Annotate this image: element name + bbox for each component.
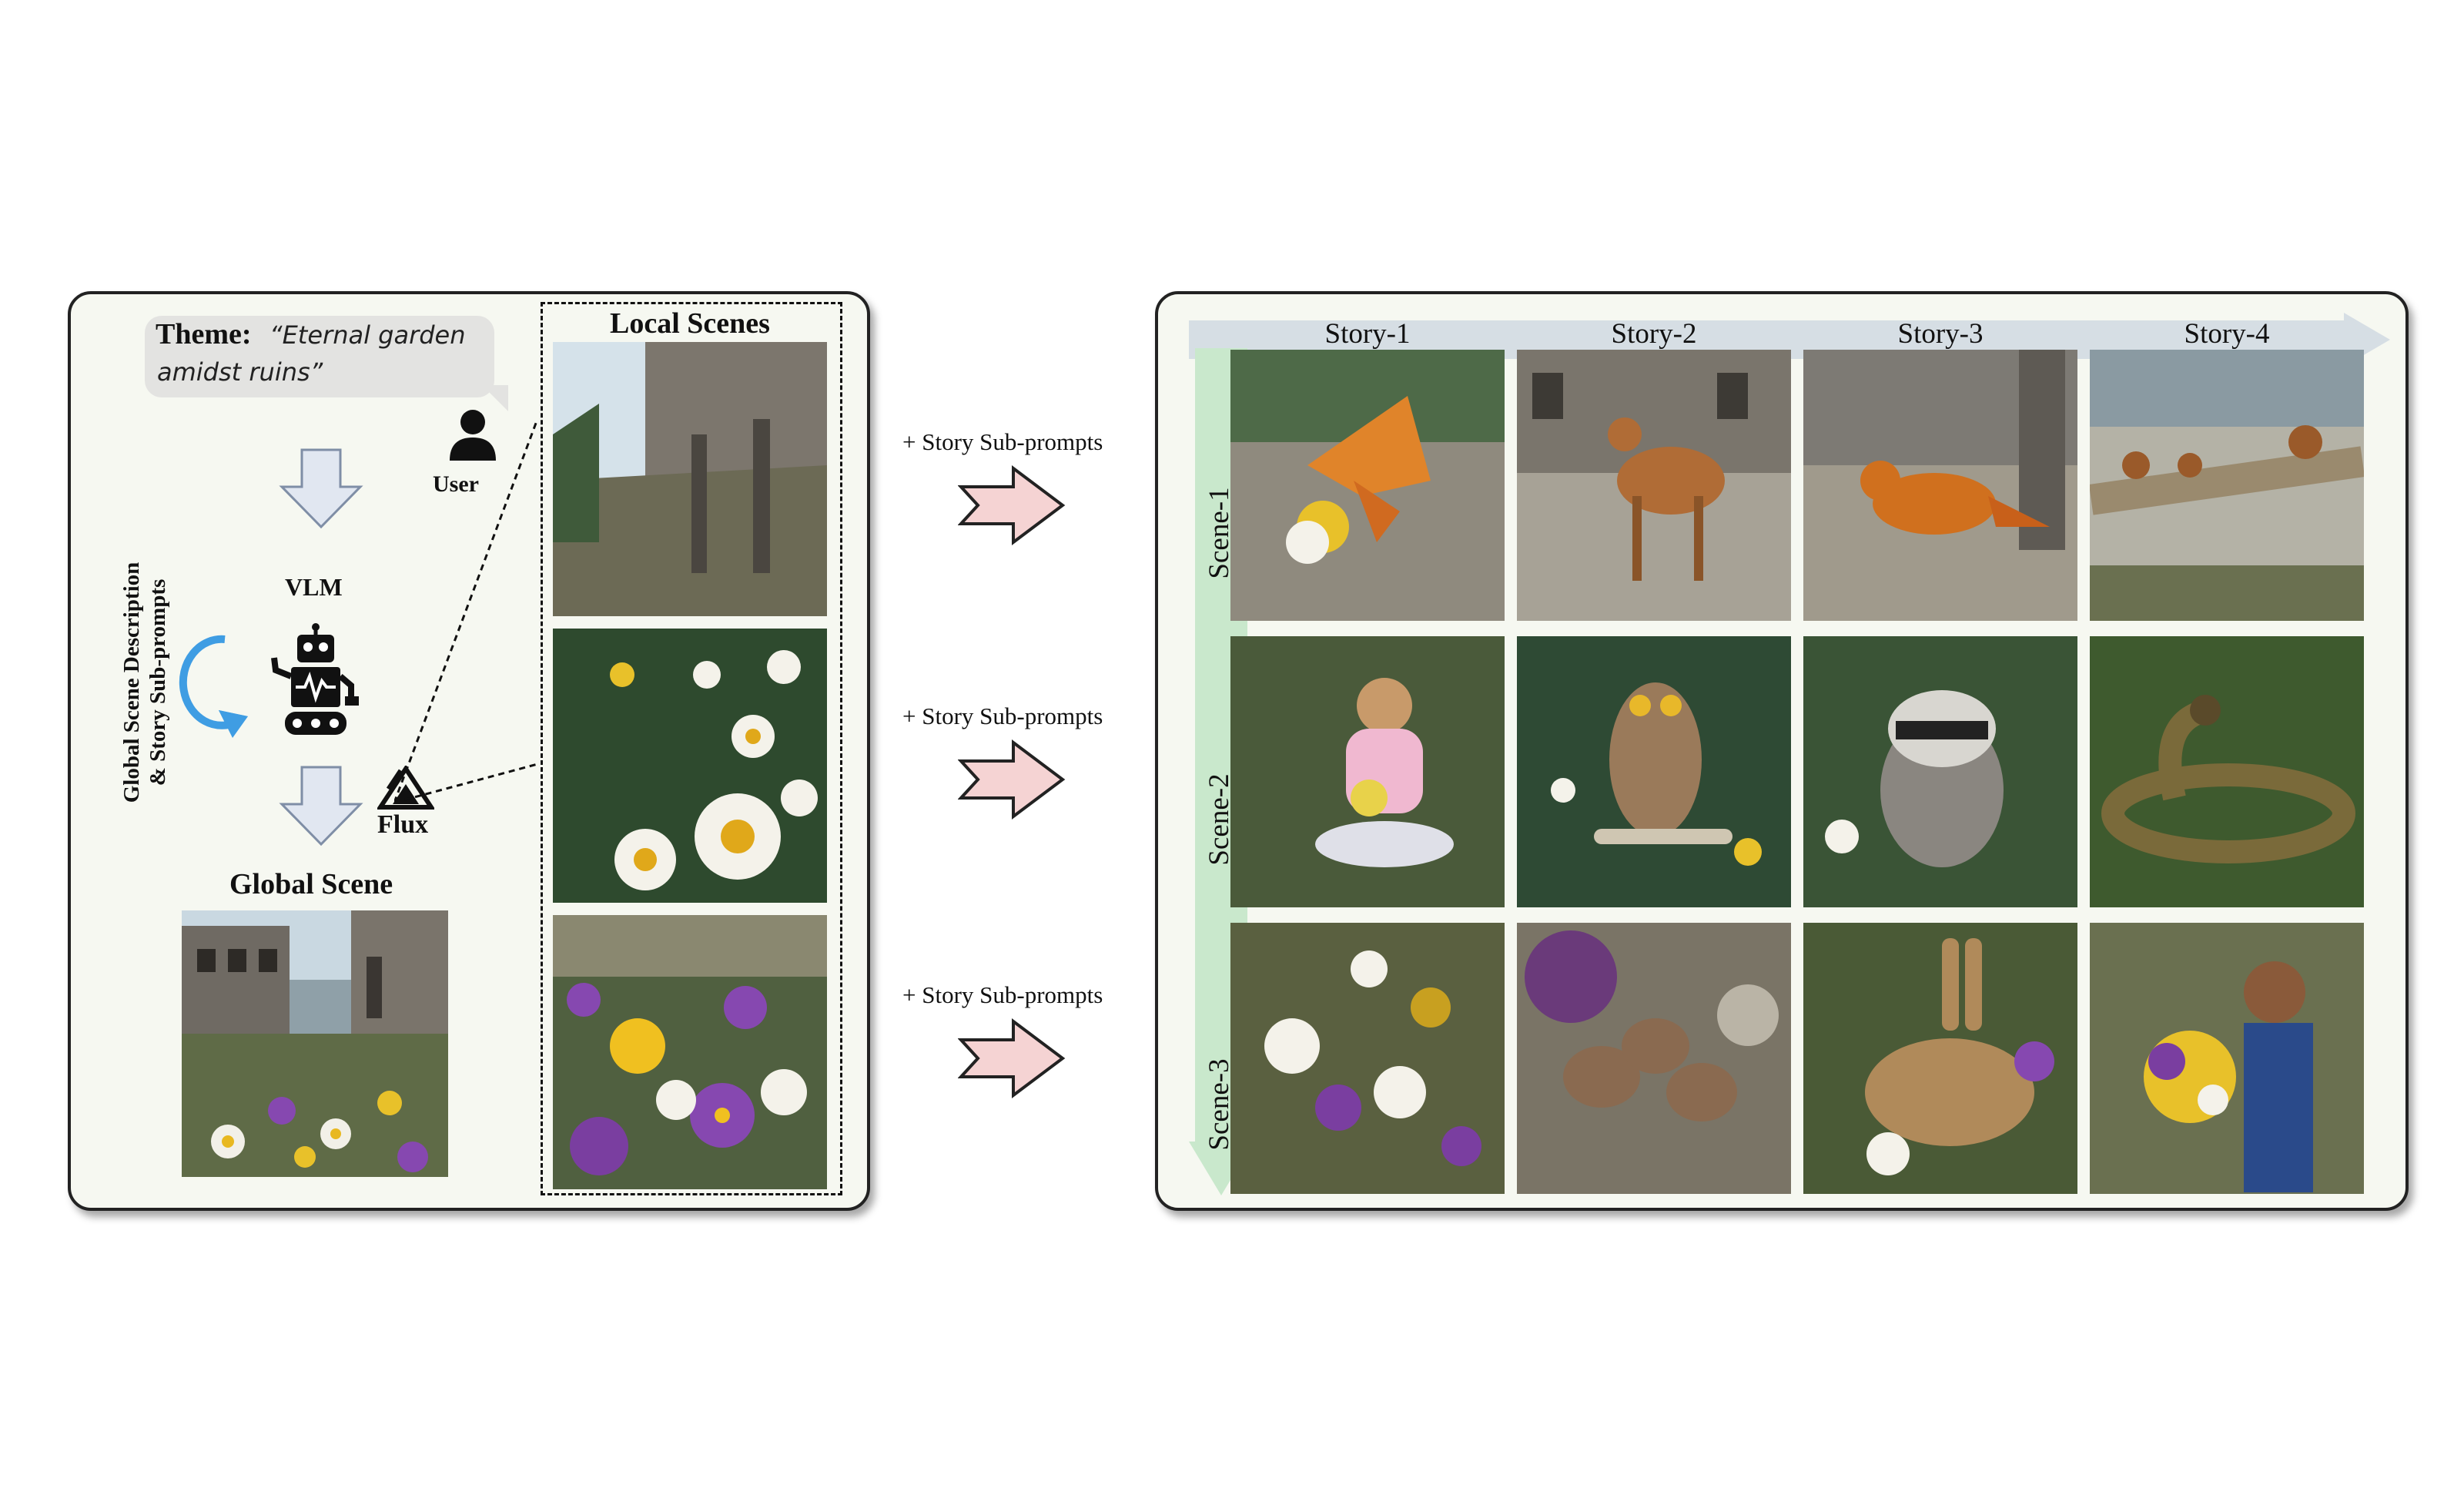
story-grid-panel: Story-1 Story-2 Story-3 Story-4 Scene-1 …: [1155, 291, 2409, 1211]
vertical-description-label: Global Scene Description & Story Sub-pro…: [119, 544, 171, 821]
grid-image-scene1-story1: [1230, 350, 1505, 621]
local-scenes-label: Local Scenes: [610, 307, 770, 340]
zoom-connector-lines: [394, 418, 539, 804]
theme-speech-bubble: [145, 316, 508, 411]
flux-label: Flux: [377, 810, 429, 839]
grid-image-scene3-story3: [1803, 923, 2077, 1194]
theme-text-line2: amidst ruins”: [157, 357, 323, 387]
story-label-1: Story-1: [1324, 318, 1411, 350]
grid-image-scene3-story4: [2090, 923, 2364, 1194]
local-scene-image-purple-flowers: [553, 915, 827, 1189]
grid-image-scene2-story4: [2090, 636, 2364, 907]
pipeline-panel: Theme: “Eternal garden amidst ruins” Use…: [68, 291, 870, 1211]
user-icon: [450, 410, 496, 461]
local-scene-image-ruins: [553, 342, 827, 616]
vertical-label-line2: & Story Sub-prompts: [146, 578, 170, 786]
theme-label: Theme:: [156, 318, 252, 350]
grid-image-scene1-story4: [2090, 350, 2364, 621]
sub-prompts-label-2: + Story Sub-prompts: [902, 702, 1103, 729]
down-arrow-icon: [279, 448, 363, 528]
grid-image-scene1-story2: [1517, 350, 1791, 621]
grid-image-scene2-story3: [1803, 636, 2077, 907]
user-label: User: [433, 471, 479, 497]
grid-image-scene3-story1: [1230, 923, 1505, 1194]
story-label-3: Story-3: [1897, 318, 1984, 350]
local-scene-image-white-flowers: [553, 629, 827, 903]
down-arrow-icon: [279, 766, 363, 846]
vlm-label: VLM: [285, 573, 343, 601]
theme-text-line1: “Eternal garden: [270, 320, 466, 350]
grid-image-scene3-story2: [1517, 923, 1791, 1194]
local-scenes-box: [541, 302, 842, 1195]
grid-image-scene2-story1: [1230, 636, 1505, 907]
sub-prompts-label-1: + Story Sub-prompts: [902, 428, 1103, 455]
grid-image-scene2-story2: [1517, 636, 1791, 907]
grid-image-scene1-story3: [1803, 350, 2077, 621]
right-arrow-icon: [958, 465, 1066, 545]
global-scene-label: Global Scene: [229, 868, 393, 900]
story-label-2: Story-2: [1611, 318, 1697, 350]
flux-logo-icon: [377, 766, 434, 810]
right-arrow-icon: [958, 1018, 1066, 1098]
global-scene-image: [182, 910, 448, 1177]
robot-icon: [271, 623, 359, 735]
refresh-cycle-icon: [179, 635, 248, 738]
vertical-label-line1: Global Scene Description: [119, 562, 144, 803]
right-arrow-icon: [958, 739, 1066, 820]
story-label-4: Story-4: [2184, 318, 2270, 350]
sub-prompts-label-3: + Story Sub-prompts: [902, 981, 1103, 1008]
